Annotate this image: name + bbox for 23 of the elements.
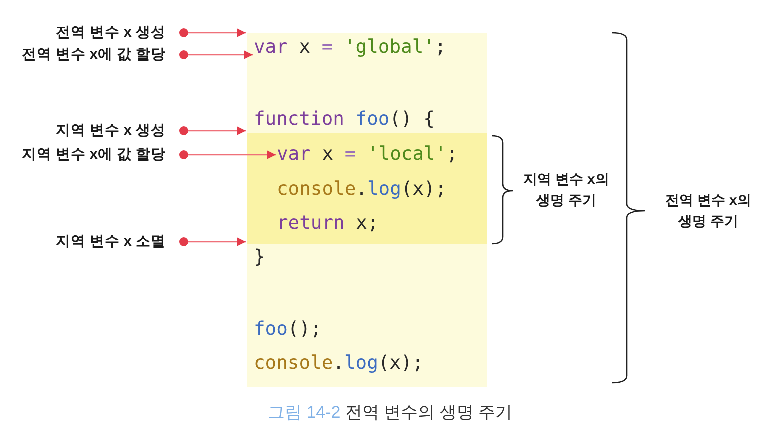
code-panel <box>247 33 487 387</box>
highlight-band <box>247 133 487 244</box>
code-line: } <box>254 247 266 269</box>
code-line: function foo() { <box>254 109 435 131</box>
code-line: var x = 'global'; <box>254 37 446 59</box>
code-line: return x; <box>277 213 379 235</box>
arrow <box>180 126 246 136</box>
figure-caption: 그림 14-2 전역 변수의 생명 주기 <box>268 403 513 423</box>
brace-label: 지역 변수 x의 생명 주기 <box>523 170 610 210</box>
annotation-label: 전역 변수 x 생성 <box>56 24 166 42</box>
code-line: var x = 'local'; <box>277 144 458 166</box>
annotation-label: 전역 변수 x에 값 할당 <box>22 46 166 64</box>
annotation-label: 지역 변수 x 소멸 <box>56 233 166 251</box>
arrow <box>180 150 276 160</box>
code-line: console.log(x); <box>254 353 424 375</box>
brace-label: 전역 변수 x의 생명 주기 <box>665 191 752 231</box>
arrow <box>180 50 253 60</box>
annotation-label: 지역 변수 x에 값 할당 <box>22 146 166 164</box>
code-line: console.log(x); <box>277 179 447 201</box>
arrow <box>180 238 246 246</box>
code-line: foo(); <box>254 319 322 341</box>
annotation-label: 지역 변수 x 생성 <box>56 122 166 140</box>
arrow <box>180 28 246 38</box>
